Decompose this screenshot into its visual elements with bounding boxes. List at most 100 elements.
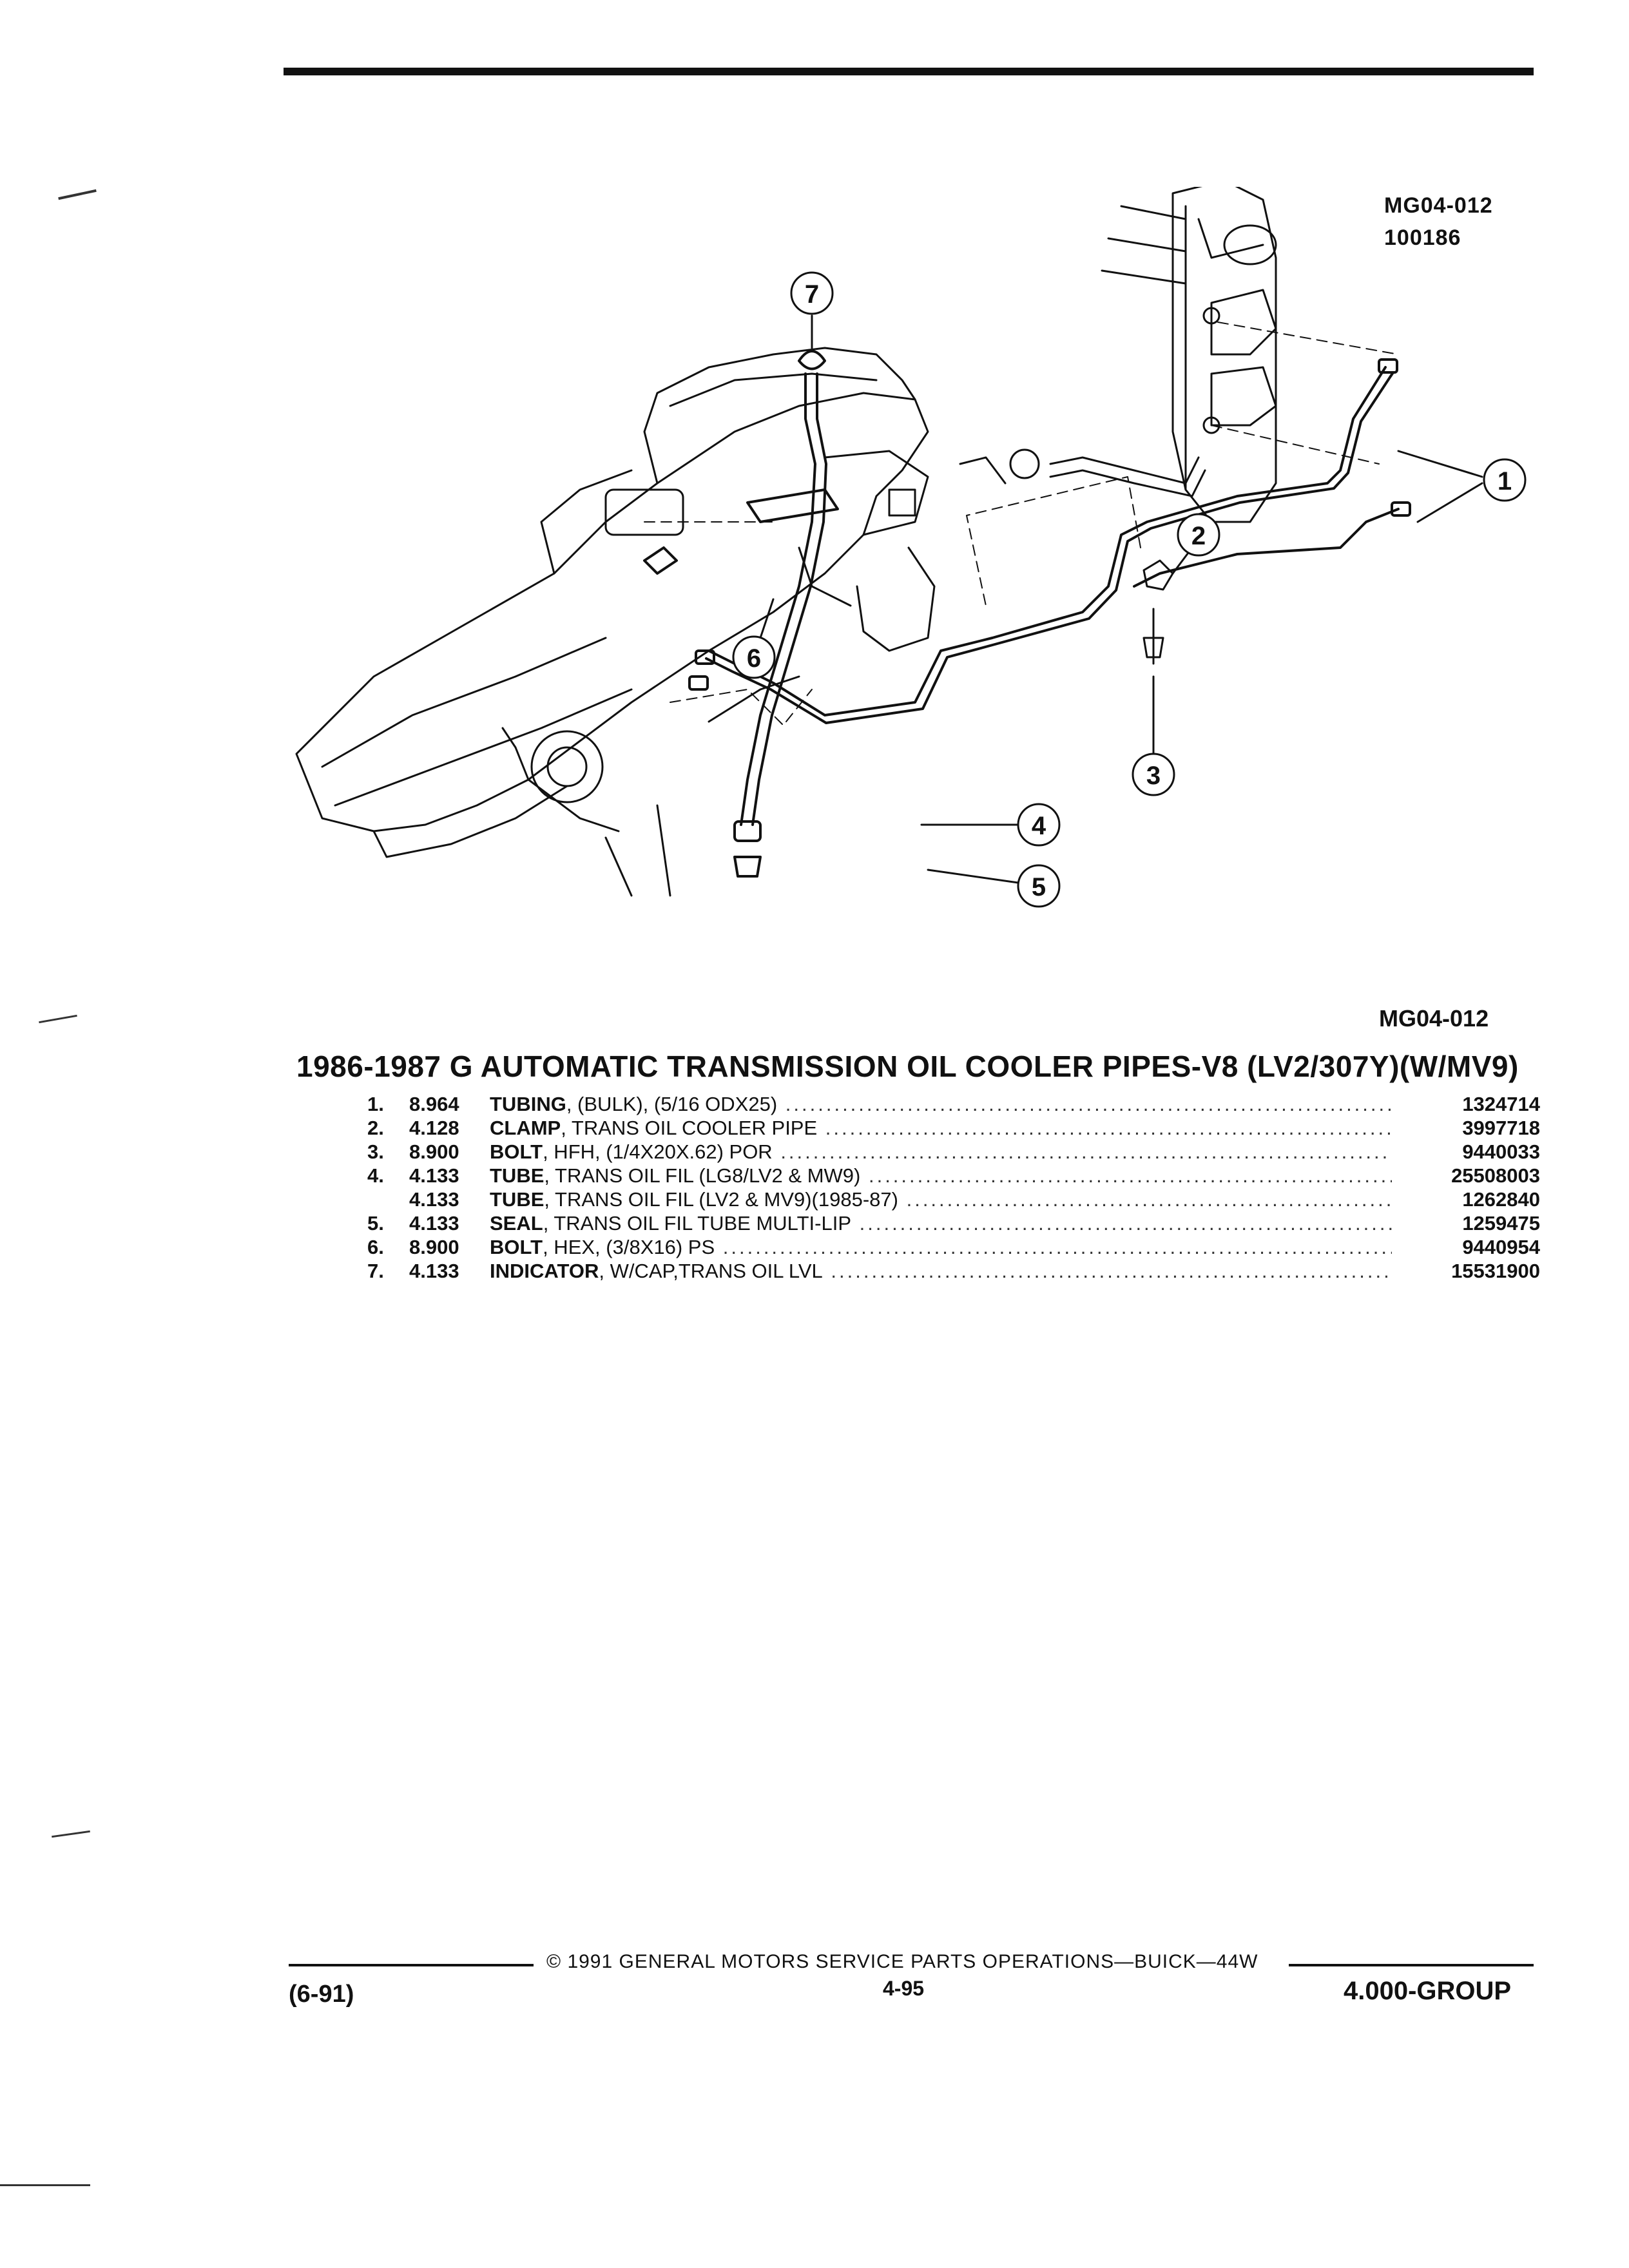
part-number: 9440954 [1462,1236,1540,1258]
part-detail: , W/CAP,TRANS OIL LVL [599,1260,823,1282]
part-detail: , (BULK), (5/16 ODX25) [566,1093,778,1115]
part-description: BOLT, HEX, (3/8X16) PS .................… [490,1236,1392,1259]
parts-list: 1. 8.964 TUBING, (BULK), (5/16 ODX25) ....… [367,1093,1540,1283]
scan-mark [58,189,97,200]
cooler-pipes-drawing [688,358,1411,724]
parts-row: 1. 8.964 TUBING, (BULK), (5/16 ODX25) ....… [367,1093,1540,1117]
part-number: 1324714 [1462,1093,1540,1115]
group-number: 4.128 [409,1117,459,1139]
item-number: 1. [367,1093,384,1115]
parts-row: 4.133 TUBE, TRANS OIL FIL (LV2 & MV9)(198… [367,1188,1540,1212]
callout-leaders [759,314,1483,884]
footer-rule-left [289,1964,534,1966]
parts-row: 3. 8.900 BOLT, HFH, (1/4X20X.62) POR .....… [367,1140,1540,1164]
callout-2: 2 [1177,513,1220,557]
part-detail: , TRANS OIL FIL TUBE MULTI-LIP [543,1212,851,1235]
scan-mark [52,1830,90,1838]
leader-dots: ........................................… [772,1140,1392,1163]
leader-dots: ........................................… [777,1093,1392,1115]
callout-4: 4 [1017,803,1061,847]
footer-date-code: (6-91) [289,1981,354,2008]
part-detail: , HFH, (1/4X20X.62) POR [543,1140,773,1163]
callout-5: 5 [1017,864,1061,908]
part-number: 3997718 [1462,1117,1540,1139]
part-number: 1262840 [1462,1188,1540,1211]
callout-3-label: 3 [1146,762,1161,790]
part-description: BOLT, HFH, (1/4X20X.62) POR ............… [490,1140,1392,1164]
part-noun: BOLT [490,1236,543,1258]
section-title: 1986-1987 G AUTOMATIC TRANSMISSION OIL C… [296,1050,1519,1083]
figure-code-sub: 100186 [1384,226,1461,250]
part-number: 1259475 [1462,1212,1540,1235]
footer-rule-right [1289,1964,1534,1966]
part-noun: CLAMP [490,1117,561,1139]
group-number: 4.133 [409,1212,459,1235]
figure-code-bottom: MG04-012 [1379,1005,1489,1032]
part-detail: , TRANS OIL COOLER PIPE [561,1117,818,1139]
clamp-bolt-drawing [1142,559,1174,665]
leader-dots: ........................................… [906,1188,1392,1211]
part-description: CLAMP, TRANS OIL COOLER PIPE ...........… [490,1117,1392,1140]
leader-dots: ........................................… [825,1117,1392,1139]
leader-dots: ........................................… [859,1212,1392,1235]
group-number: 8.900 [409,1140,459,1163]
transmission-drawing [295,347,1040,897]
footer-page-number: 4-95 [883,1977,925,2000]
callout-1: 1 [1483,458,1527,502]
figure-code: MG04-012 [1384,193,1493,218]
parts-row: 5. 4.133 SEAL, TRANS OIL FIL TUBE MULTI-LI… [367,1212,1540,1236]
callout-7-label: 7 [805,280,819,309]
parts-row: 4. 4.133 TUBE, TRANS OIL FIL (LG8/LV2 & MW… [367,1164,1540,1188]
part-detail: , HEX, (3/8X16) PS [543,1236,715,1258]
part-noun: TUBING [490,1093,566,1115]
footer-copyright: © 1991 GENERAL MOTORS SERVICE PARTS OPER… [546,1951,1258,1972]
item-number: 2. [367,1117,384,1139]
callout-5-label: 5 [1032,873,1046,901]
part-number: 15531900 [1451,1260,1540,1282]
parts-row: 6. 8.900 BOLT, HEX, (3/8X16) PS ..........… [367,1236,1540,1260]
group-number: 8.900 [409,1236,459,1258]
group-number: 8.964 [409,1093,459,1115]
item-number: 5. [367,1212,384,1235]
part-description: TUBE, TRANS OIL FIL (LV2 & MV9)(1985-87)… [490,1188,1392,1211]
callout-6-label: 6 [747,644,761,673]
item-number: 3. [367,1140,384,1163]
part-number: 25508003 [1451,1164,1540,1187]
parts-row: 2. 4.128 CLAMP, TRANS OIL COOLER PIPE ....… [367,1117,1540,1140]
part-detail: , TRANS OIL FIL (LG8/LV2 & MW9) [544,1164,861,1187]
part-description: TUBE, TRANS OIL FIL (LG8/LV2 & MW9) ....… [490,1164,1392,1187]
part-noun: SEAL [490,1212,543,1235]
scan-mark [0,2184,90,2186]
callout-4-label: 4 [1032,812,1046,840]
group-number: 4.133 [409,1164,459,1187]
callout-3: 3 [1132,753,1175,796]
callout-7: 7 [790,271,834,315]
parts-row: 7. 4.133 INDICATOR, W/CAP,TRANS OIL LVL ..… [367,1260,1540,1283]
scan-mark [39,1014,77,1024]
part-noun: TUBE [490,1164,545,1187]
group-number: 4.133 [409,1188,459,1211]
callout-2-label: 2 [1191,522,1206,550]
leader-dots: ........................................… [831,1260,1392,1282]
part-noun: INDICATOR [490,1260,599,1282]
item-number: 7. [367,1260,384,1282]
callout-1-label: 1 [1498,467,1512,495]
leader-dots: ........................................… [715,1236,1392,1258]
top-rule [284,68,1534,75]
part-noun: BOLT [490,1140,543,1163]
exploded-view-illustration: 1 2 3 4 5 6 7 [295,187,1527,908]
callout-6: 6 [732,635,776,679]
dipstick-tube-drawing [643,350,839,878]
part-description: TUBING, (BULK), (5/16 ODX25) ...........… [490,1093,1392,1116]
group-number: 4.133 [409,1260,459,1282]
part-number: 9440033 [1462,1140,1540,1163]
part-description: INDICATOR, W/CAP,TRANS OIL LVL .........… [490,1260,1392,1283]
part-noun: TUBE [490,1188,545,1211]
item-number: 6. [367,1236,384,1258]
radiator-drawing [1049,187,1277,523]
part-detail: , TRANS OIL FIL (LV2 & MV9)(1985-87) [544,1188,898,1211]
footer-group: 4.000-GROUP [1344,1977,1512,2005]
part-description: SEAL, TRANS OIL FIL TUBE MULTI-LIP .....… [490,1212,1392,1235]
leader-lines [644,322,1399,729]
item-number: 4. [367,1164,384,1187]
